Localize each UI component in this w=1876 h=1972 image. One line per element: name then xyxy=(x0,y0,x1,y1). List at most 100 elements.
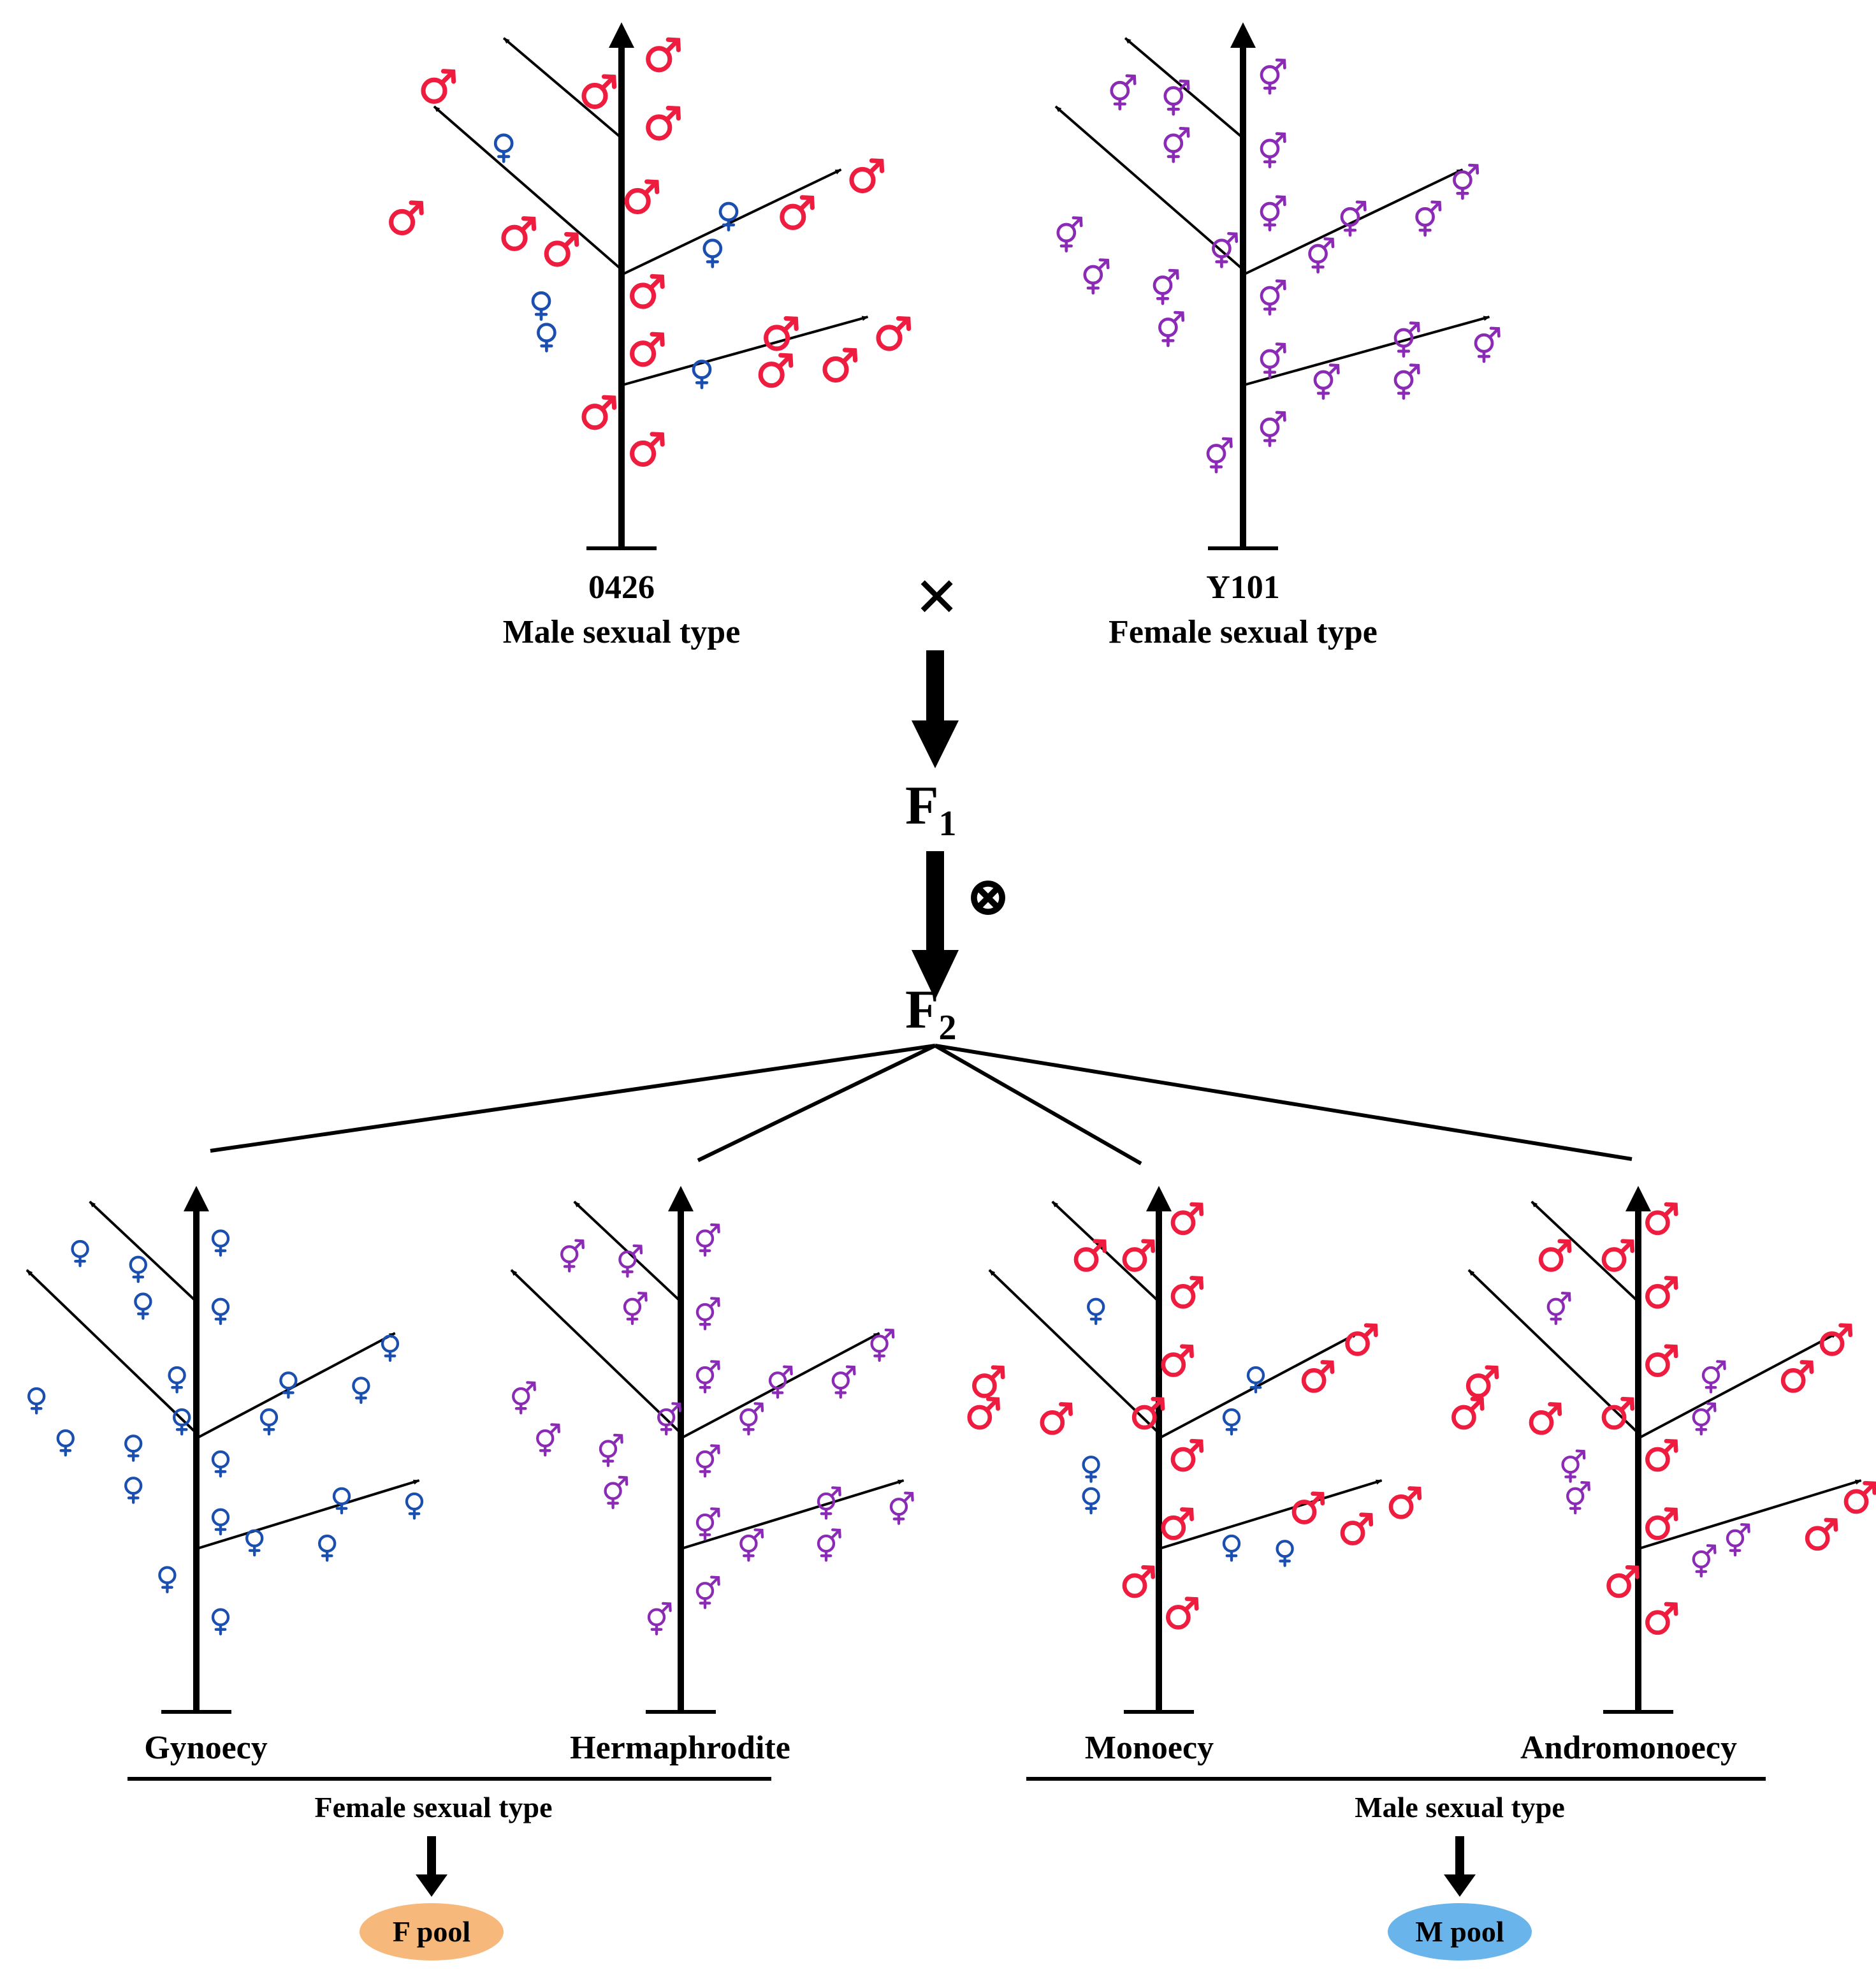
male-flower-icon xyxy=(1465,1365,1499,1398)
plant-branch xyxy=(680,1332,880,1440)
hermaphrodite-flower-icon xyxy=(599,1433,623,1468)
male-flower-icon xyxy=(421,69,456,104)
hermaphrodite-flower-icon xyxy=(695,1575,720,1609)
female-flower-icon xyxy=(1087,1297,1105,1326)
stem-arrowhead xyxy=(668,1186,694,1211)
male-flower-icon xyxy=(1805,1517,1838,1551)
female-flower-icon xyxy=(71,1239,89,1267)
plant-branch xyxy=(1638,1479,1862,1551)
hermaphrodite-flower-icon xyxy=(739,1528,764,1562)
female-flower-icon xyxy=(1082,1487,1100,1515)
female-flower-icon xyxy=(718,201,739,231)
arrow-to-f1 xyxy=(912,650,959,768)
hermaphrodite-flower-icon xyxy=(739,1402,764,1436)
hermaphrodite-flower-icon xyxy=(870,1328,895,1362)
male-flower-icon xyxy=(1645,1438,1678,1472)
hermaphrodite-flower-icon xyxy=(1163,79,1190,116)
hermaphrodite-flower-icon xyxy=(1453,163,1480,200)
male-flower-icon xyxy=(1170,1276,1204,1309)
male-flower-icon xyxy=(1345,1323,1378,1356)
parent-right-id: Y101 xyxy=(1206,569,1280,606)
plant-branch xyxy=(1242,316,1490,387)
male-flower-icon xyxy=(581,74,617,110)
f-pool-ellipse xyxy=(360,1903,504,1961)
hermaphrodite-flower-icon xyxy=(1308,237,1335,274)
female-flower-icon xyxy=(531,291,551,321)
female-flower-icon xyxy=(318,1534,337,1562)
female-flower-icon xyxy=(405,1492,424,1520)
hermaphrodite-flower-icon xyxy=(695,1297,720,1331)
hermaphrodite-flower-icon xyxy=(1260,132,1286,168)
male-flower-icon xyxy=(1645,1344,1678,1377)
hermaphrodite-flower-icon xyxy=(1056,216,1083,252)
plant-branch xyxy=(1531,1201,1640,1303)
phenotype-hermaphrodite: Hermaphrodite xyxy=(570,1730,790,1766)
male-flower-icon xyxy=(1073,1239,1107,1272)
arrow-to-f-pool xyxy=(416,1836,447,1897)
male-flower-icon xyxy=(624,179,660,215)
male-flower-icon xyxy=(1301,1360,1335,1393)
male-flower-icon xyxy=(1819,1323,1853,1356)
male-flower-icon xyxy=(1606,1565,1640,1598)
female-flower-icon xyxy=(702,238,723,268)
hermaphrodite-flower-icon xyxy=(695,1360,720,1394)
plant-hermaphrodite xyxy=(510,1186,914,1714)
hermaphrodite-flower-icon xyxy=(1260,279,1286,316)
plant-branch xyxy=(1638,1332,1838,1440)
male-flower-icon xyxy=(1170,1202,1204,1236)
f2-base: F xyxy=(905,979,939,1040)
male-flower-icon xyxy=(1601,1396,1635,1430)
female-flower-icon xyxy=(1276,1540,1294,1567)
male-flower-icon xyxy=(630,332,665,367)
male-flower-icon xyxy=(630,274,665,309)
male-flower-icon xyxy=(1601,1239,1635,1272)
male-flower-icon xyxy=(1538,1239,1572,1272)
hermaphrodite-flower-icon xyxy=(1701,1360,1726,1394)
female-flower-icon xyxy=(27,1387,46,1415)
hermaphrodite-flower-icon xyxy=(1110,74,1137,111)
male-flower-icon xyxy=(646,37,681,73)
hermaphrodite-flower-icon xyxy=(512,1381,536,1415)
hermaphrodite-flower-icon xyxy=(1340,200,1367,237)
parent-left-type: Male sexual type xyxy=(503,614,741,650)
f1-label: F1 xyxy=(905,775,957,844)
hermaphrodite-flower-icon xyxy=(657,1402,681,1436)
female-flower-icon xyxy=(211,1229,230,1257)
hermaphrodite-flower-icon xyxy=(1415,200,1442,237)
hermaphrodite-flower-icon xyxy=(1153,268,1179,305)
plant-gynoecy xyxy=(25,1186,424,1714)
female-flower-icon xyxy=(259,1408,279,1436)
male-flower-icon xyxy=(1388,1486,1422,1519)
f1-base: F xyxy=(905,775,939,836)
female-flower-icon xyxy=(279,1371,298,1399)
male-flower-icon xyxy=(1645,1507,1678,1540)
hermaphrodite-flower-icon xyxy=(817,1486,841,1520)
female-flower-icon xyxy=(1222,1534,1241,1562)
f1-sub: 1 xyxy=(939,804,957,844)
phenotype-gynoecy: Gynoecy xyxy=(144,1730,268,1766)
hermaphrodite-flower-icon xyxy=(1393,321,1420,358)
female-flower-icon xyxy=(124,1477,143,1504)
plant-branch xyxy=(1158,1479,1383,1551)
arrow-to-m-pool xyxy=(1444,1836,1476,1897)
female-flower-icon xyxy=(173,1408,191,1436)
plant-y101 xyxy=(1054,22,1501,550)
male-flower-icon xyxy=(1170,1438,1204,1472)
male-flower-icon xyxy=(544,231,579,267)
male-flower-icon xyxy=(1122,1565,1156,1598)
hermaphrodite-flower-icon xyxy=(618,1244,643,1278)
female-flower-icon xyxy=(352,1377,370,1405)
male-flower-icon xyxy=(1843,1480,1876,1514)
hermaphrodite-flower-icon xyxy=(1212,232,1239,268)
phenotype-monoecy: Monoecy xyxy=(1085,1730,1214,1766)
male-flower-icon xyxy=(822,347,858,383)
male-flower-icon xyxy=(1122,1239,1156,1272)
female-flower-icon xyxy=(493,133,514,163)
male-flower-icon xyxy=(630,432,665,467)
female-flower-icon xyxy=(211,1508,230,1536)
hermaphrodite-flower-icon xyxy=(695,1507,720,1541)
plant-branch xyxy=(680,1479,905,1551)
plant-branch xyxy=(988,1269,1160,1435)
